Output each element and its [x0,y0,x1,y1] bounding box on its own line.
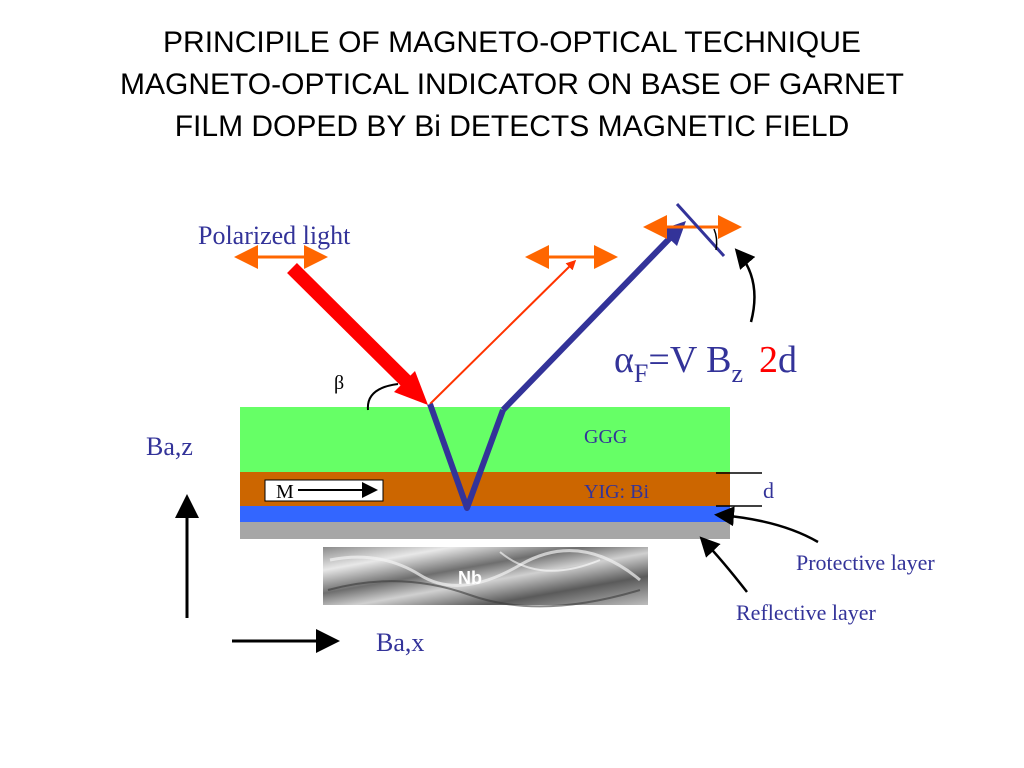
ba-x-label: Ba,x [376,628,424,657]
rotation-angle-arc [713,228,718,251]
ggg-label: GGG [584,426,627,448]
formula-two: 2 [759,339,778,381]
ba-z-label: Ba,z [146,432,193,461]
m-label: M [276,481,294,503]
protective-layer [240,522,730,539]
d-label: d [763,478,774,503]
nb-label: Nb [458,568,482,588]
slide-title: PRINCIPILE OF MAGNETO-OPTICAL TECHNIQUE … [0,22,1024,148]
title-line-1: PRINCIPILE OF MAGNETO-OPTICAL TECHNIQUE [163,26,861,59]
magnetization-box [264,479,384,502]
reflective-layer-label: Reflective layer [736,600,877,625]
formula-sub-f: F [634,359,648,388]
incident-beam [287,263,415,390]
title-line-2: MAGNETO-OPTICAL INDICATOR ON BASE OF GAR… [120,68,904,101]
title-line-3: FILM DOPED BY Bi DETECTS MAGNETIC FIELD [174,110,850,143]
formula-eq: =V B [648,339,731,381]
polarized-light-label: Polarized light [198,221,351,250]
formula-sub-z: z [731,359,743,388]
film-beam-path [427,402,506,511]
formula-alpha: α [614,339,634,381]
beta-label: β [334,372,344,394]
yig-label: YIG: Bi [584,481,649,503]
reflective-layer [240,506,730,522]
reflected-rotated-beam [500,235,673,413]
incident-beam-head [394,371,428,405]
rotation-pointer [734,248,756,323]
reflected-thin-beam [429,259,577,405]
formula-d: d [778,339,797,381]
protective-pointer [714,506,819,544]
protective-layer-label: Protective layer [796,550,935,575]
reflective-pointer [699,536,748,593]
beta-arc [366,383,399,411]
nb-sample [323,547,648,608]
